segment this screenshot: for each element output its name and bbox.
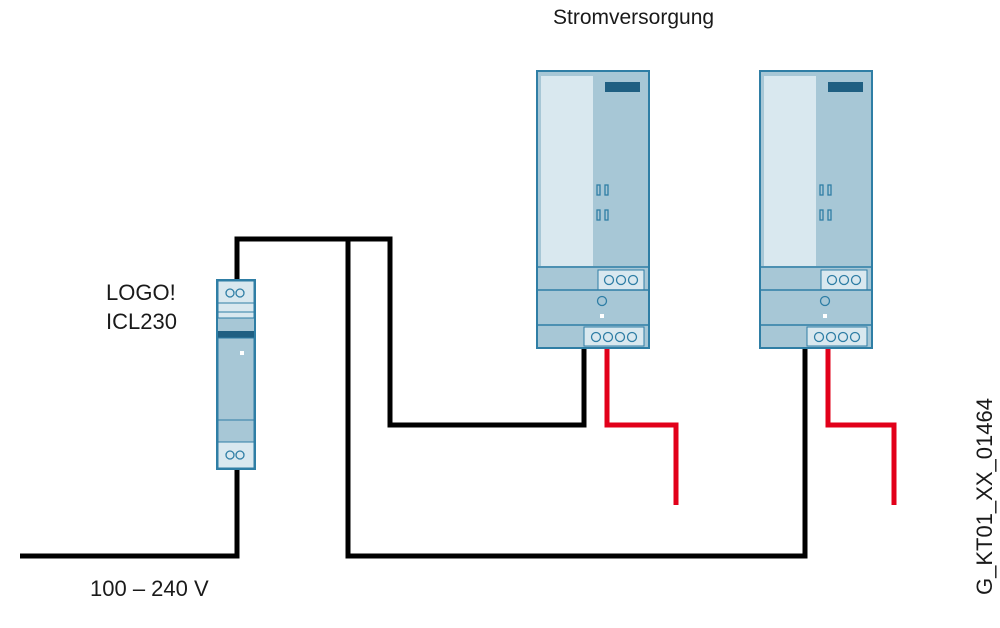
icl-label-line1: LOGO! (106, 280, 176, 305)
output-wire-2 (825, 348, 897, 505)
power-supply-1 (536, 70, 650, 349)
terminal-bottom (225, 450, 245, 460)
mains-input-wire (20, 470, 240, 559)
figure-id: G_KT01_XX_01464 (972, 398, 997, 595)
output-wire-1 (604, 348, 679, 505)
icl-label-line2: ICL230 (106, 309, 177, 334)
input-voltage-label: 100 – 240 V (90, 576, 209, 601)
black-wires (20, 236, 808, 559)
red-output-wires (604, 348, 897, 505)
power-supply-title: Stromversorgung (553, 6, 715, 29)
icl230-module (216, 279, 256, 470)
icl-output-wire (234, 236, 587, 428)
power-supply-2 (759, 70, 873, 349)
terminal-top (225, 288, 245, 298)
return-wire (345, 239, 808, 559)
